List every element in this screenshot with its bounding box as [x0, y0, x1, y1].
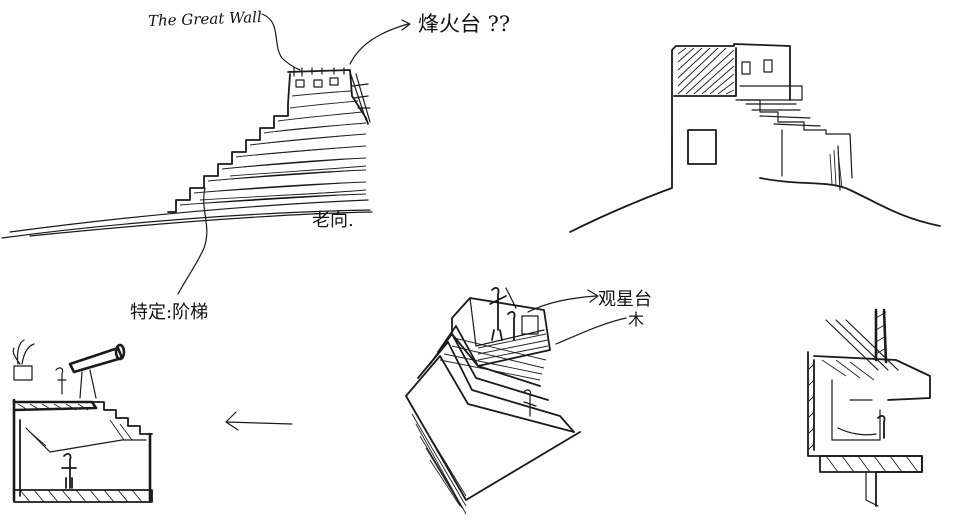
special-stairs-label: 特定:阶梯	[130, 302, 209, 323]
corner-section-sketch	[807, 308, 931, 507]
hatched-wall-block	[677, 47, 735, 95]
stepped-observatory-sketch	[405, 287, 627, 515]
hillside-house-sketch	[569, 43, 941, 233]
beacon-tower-label: 烽火台 ??	[418, 12, 511, 36]
great-wall-stairs-sketch	[1, 13, 411, 295]
observatory-label: 观星台	[598, 289, 652, 310]
facing-label: 老向.	[312, 210, 354, 231]
wood-label: 木	[628, 310, 645, 329]
telescope-section-sketch	[12, 339, 293, 503]
